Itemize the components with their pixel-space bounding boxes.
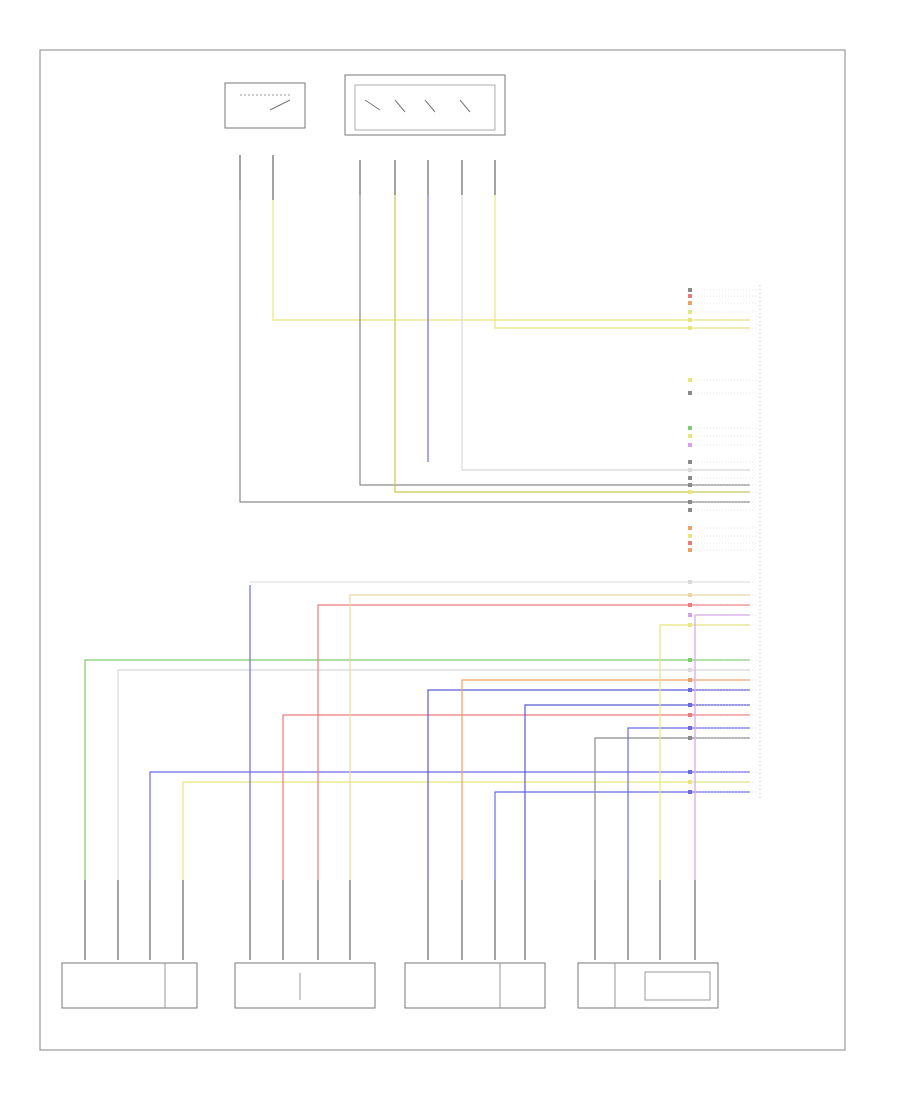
wire-gray-left (239, 200, 750, 503)
pin-marker (688, 678, 692, 682)
pin-marker (688, 770, 692, 774)
pin-marker (688, 500, 692, 504)
pin-marker (688, 780, 692, 784)
bottom-component-2 (234, 962, 376, 1009)
pin-marker (688, 736, 692, 740)
pin-marker (688, 483, 692, 487)
pin-marker (688, 443, 692, 447)
pin-marker (688, 668, 692, 672)
pin-marker (688, 468, 692, 472)
pin-marker (688, 790, 692, 794)
wire-white-4 (461, 195, 750, 471)
wire-gray-1 (359, 195, 750, 486)
wire-white-a (117, 669, 750, 880)
bottom-component-1 (61, 962, 198, 1009)
wire-violet-m (694, 614, 750, 880)
pin-marker (688, 526, 692, 530)
wire-red-c (317, 604, 750, 880)
pin-marker (688, 426, 692, 430)
pin-marker (688, 434, 692, 438)
bottom-connector-stubs (84, 880, 696, 960)
wire-blue-f (427, 689, 750, 880)
wire-red-b (282, 714, 750, 880)
wire-blue-a (149, 771, 750, 880)
pin-marker (688, 288, 692, 292)
pin-marker (688, 326, 692, 330)
pin-marker (688, 301, 692, 305)
pin-marker (688, 688, 692, 692)
bottom-component-3 (404, 962, 546, 1009)
pin-marker (688, 541, 692, 545)
pin-marker (688, 476, 692, 480)
pin-marker (688, 508, 692, 512)
pin-marker (688, 603, 692, 607)
pin-marker (688, 310, 692, 314)
wire-orange-g (461, 679, 750, 880)
bottom-wires (84, 581, 750, 880)
wire-gray-j (594, 737, 750, 880)
diagram-frame (39, 49, 846, 1051)
wire-yellow-left (272, 200, 750, 321)
pin-marker (688, 490, 692, 494)
pin-marker (688, 294, 692, 298)
pin-marker (688, 613, 692, 617)
wire-yellow-l (659, 624, 750, 880)
pin-marker (688, 726, 692, 730)
wire-yellow-a (182, 781, 750, 880)
wire-yellow-2 (394, 195, 750, 493)
pin-marker (688, 378, 692, 382)
bottom-component-4 (577, 962, 719, 1009)
pin-marker (688, 391, 692, 395)
wire-blue-i (524, 704, 750, 880)
pin-marker (688, 548, 692, 552)
top-left-switch (224, 82, 306, 129)
wire-cream-d (349, 594, 750, 880)
wire-yellow-5 (494, 195, 750, 329)
pin-marker (688, 658, 692, 662)
pin-marker (688, 713, 692, 717)
top-wires (239, 195, 750, 503)
pin-marker (688, 318, 692, 322)
top-center-switch (344, 74, 506, 136)
pin-marker (688, 580, 692, 584)
wire-green (84, 659, 750, 880)
pin-marker (688, 460, 692, 464)
wire-blue-k (627, 727, 750, 880)
wire-blue-h (494, 791, 750, 880)
pin-marker (688, 703, 692, 707)
pin-marker (688, 593, 692, 597)
pin-marker (688, 534, 692, 538)
pin-marker (688, 623, 692, 627)
top-connector-stubs (239, 155, 496, 200)
